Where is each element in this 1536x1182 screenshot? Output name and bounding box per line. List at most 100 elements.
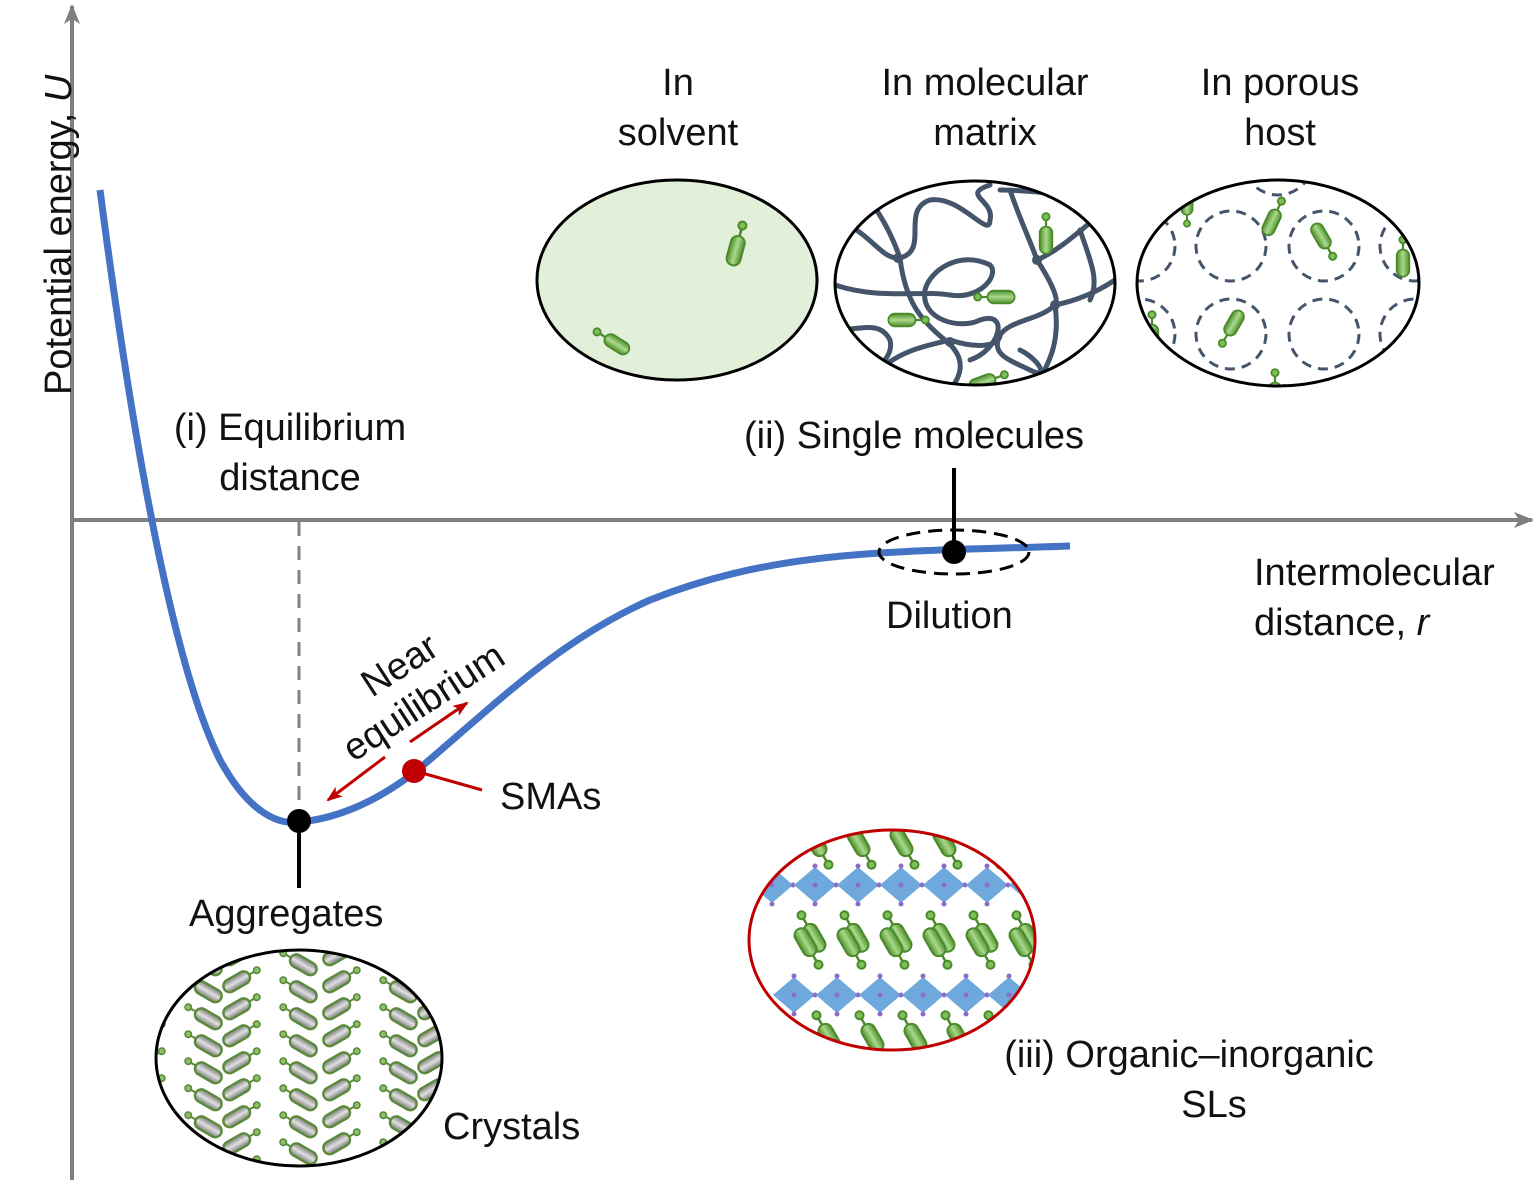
atom-dot <box>1027 882 1033 888</box>
atom-dot <box>791 973 797 979</box>
arrow-up-right <box>409 701 469 744</box>
atom-dot <box>876 882 882 888</box>
atom-dot <box>769 901 775 907</box>
crystal-molecule-icon <box>156 1096 169 1131</box>
crystal-molecule-icon <box>414 988 442 1023</box>
inset-title-matrix: In molecular matrix <box>855 58 1115 158</box>
atom-dot <box>920 992 926 998</box>
atom-dot <box>941 882 947 888</box>
aggregates-point <box>287 809 311 833</box>
crystal-molecule-icon <box>414 1150 442 1166</box>
atom-dot <box>962 882 968 888</box>
sls-label-line2: SLs <box>1181 1084 1247 1126</box>
atom-dot <box>791 992 797 998</box>
dilution-label: Dilution <box>886 595 1013 637</box>
atom-dot <box>834 1011 840 1017</box>
atom-dot <box>1050 1012 1055 1017</box>
atom-dot <box>877 992 883 998</box>
x-axis-label-line2: distance, <box>1254 602 1417 644</box>
inset-title-line1: In porous <box>1200 62 1360 104</box>
smas-label: SMAs <box>500 776 602 818</box>
dilution-ellipse <box>877 528 1031 576</box>
inset-title-host: In porous host <box>1160 58 1400 158</box>
atom-dot <box>1027 992 1033 998</box>
inset-title-line2: matrix <box>933 112 1037 154</box>
atom-dot <box>963 973 969 979</box>
y-axis-label-text: Potential energy, <box>38 102 80 395</box>
atom-dot <box>898 901 904 907</box>
atom-dot <box>941 863 947 869</box>
atom-dot <box>984 901 990 907</box>
atom-dot <box>812 882 818 888</box>
equilibrium-label: (i) Equilibrium distance <box>160 403 420 503</box>
equilibrium-label-line2: distance <box>219 457 361 499</box>
dilution-point <box>942 540 966 564</box>
atom-dot <box>984 882 990 888</box>
crystal-molecule-icon <box>156 1150 169 1166</box>
atom-dot <box>898 882 904 888</box>
atom-dot <box>984 863 990 869</box>
atom-dot <box>920 1011 926 1017</box>
atom-dot <box>898 863 904 869</box>
potential-curve <box>96 189 1071 826</box>
atom-dot <box>855 901 861 907</box>
atom-dot <box>1005 882 1011 888</box>
atom-dot <box>877 1011 883 1017</box>
atom-dot <box>812 863 818 869</box>
atom-dot <box>791 1011 797 1017</box>
crystal-molecule-icon <box>414 950 442 969</box>
aggregates-label: Aggregates <box>189 893 384 935</box>
atom-dot <box>963 992 969 998</box>
crystal-molecule-icon <box>156 988 169 1023</box>
crystal-molecule-icon <box>376 1160 421 1166</box>
smas-leader <box>414 769 483 792</box>
inset-solvent <box>535 178 819 382</box>
atom-dot <box>941 992 947 998</box>
atom-dot <box>877 973 883 979</box>
x-axis-label-line1: Intermolecular <box>1254 552 1495 594</box>
atom-dot <box>1050 974 1055 979</box>
inset-title-line1: In molecular <box>881 62 1089 104</box>
atom-dot <box>855 882 861 888</box>
atom-dot <box>1049 883 1054 888</box>
y-axis-label: Potential energy, U <box>38 75 81 395</box>
atom-dot <box>920 973 926 979</box>
atom-dot <box>898 992 904 998</box>
arrow-down-left <box>326 755 386 802</box>
crystal-molecule-icon <box>181 1160 226 1166</box>
y-axis-symbol: U <box>38 74 80 103</box>
atom-dot <box>855 992 861 998</box>
atom-dot <box>963 1011 969 1017</box>
atom-dot <box>1006 992 1012 998</box>
atom-dot <box>834 992 840 998</box>
atom-dot <box>919 882 925 888</box>
atom-dot <box>833 882 839 888</box>
atom-dot <box>1050 993 1055 998</box>
atom-dot <box>812 992 818 998</box>
crystals-label: Crystals <box>443 1106 581 1148</box>
atom-dot <box>1027 863 1033 869</box>
atom-dot <box>855 863 861 869</box>
inset-crystals <box>154 948 444 1168</box>
inset-porous-host <box>1135 178 1421 388</box>
sl-molecule-icon <box>1015 830 1035 873</box>
x-axis-symbol: r <box>1416 602 1430 644</box>
atom-dot <box>984 992 990 998</box>
inset-title-line2: host <box>1244 112 1316 154</box>
inset-organic-inorganic-sl <box>747 828 1076 1052</box>
atom-dot <box>769 863 775 869</box>
crystal-molecule-icon <box>156 950 169 969</box>
single-molecules-label: (ii) Single molecules <box>744 415 1085 457</box>
sls-label: (iii) Organic–inorganic SLs <box>984 1030 1394 1130</box>
smas-point <box>402 759 426 783</box>
atom-dot <box>812 901 818 907</box>
atom-dot <box>1071 993 1076 998</box>
atom-dot <box>1006 1011 1012 1017</box>
atom-dot <box>1006 973 1012 979</box>
sls-label-line1: (iii) Organic–inorganic <box>1004 1034 1374 1076</box>
crystal-molecule-icon <box>414 961 442 996</box>
x-axis-label: Intermolecular distance, r <box>1254 548 1495 648</box>
crystal-molecule-icon <box>181 950 226 979</box>
inset-title-line1: In <box>662 62 694 104</box>
